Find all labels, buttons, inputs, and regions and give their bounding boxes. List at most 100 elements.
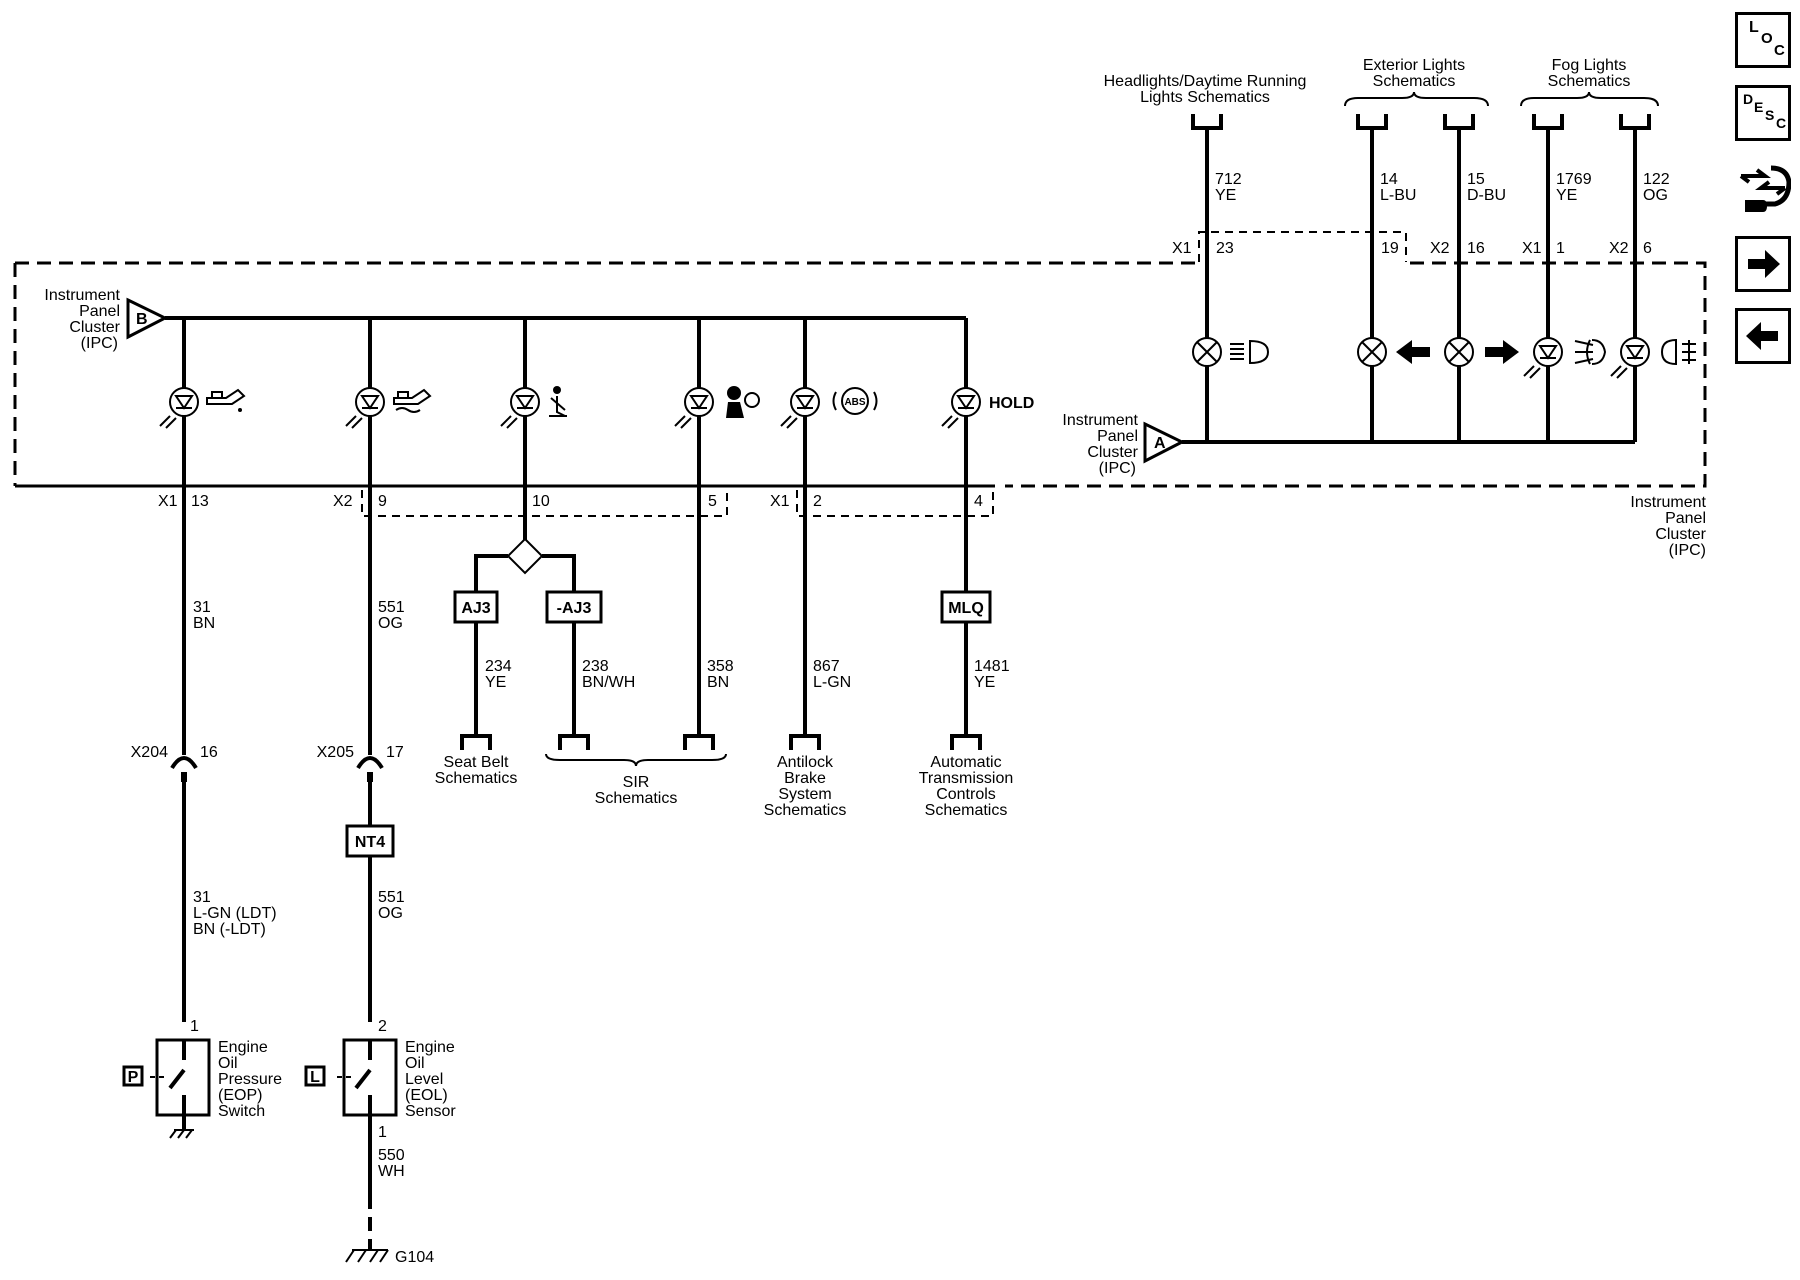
svg-text:Schematics: Schematics bbox=[435, 770, 518, 787]
svg-text:1: 1 bbox=[378, 1124, 387, 1141]
svg-text:1769: 1769 bbox=[1556, 171, 1592, 188]
indicator-led-hold bbox=[941, 387, 981, 429]
indicator-led-oil-pressure bbox=[159, 387, 199, 429]
svg-text:551: 551 bbox=[378, 889, 405, 906]
bulb-headlamp bbox=[1192, 337, 1222, 367]
svg-text:(IPC): (IPC) bbox=[81, 335, 118, 352]
connector-icon bbox=[1739, 165, 1792, 212]
svg-text:5: 5 bbox=[708, 493, 717, 510]
option-aj3-box: AJ3 bbox=[453, 590, 499, 624]
option-not-aj3-box: -AJ3 bbox=[545, 590, 603, 624]
wire-labels-lower: 31 L-GN (LDT) BN (-LDT) 551 OG bbox=[193, 889, 405, 938]
svg-text:Panel: Panel bbox=[1665, 510, 1706, 527]
svg-text:BN: BN bbox=[193, 615, 215, 632]
option-mlq-box: MLQ bbox=[940, 590, 992, 624]
svg-text:L-GN (LDT): L-GN (LDT) bbox=[193, 905, 277, 922]
svg-text:712: 712 bbox=[1215, 171, 1242, 188]
forward-button[interactable] bbox=[1735, 236, 1791, 292]
front-fog-icon bbox=[1574, 339, 1607, 365]
ipc-label-right: Instrument Panel Cluster (IPC) bbox=[1062, 412, 1138, 477]
led-front-fog bbox=[1523, 337, 1563, 379]
indicator-led-oil-level bbox=[345, 387, 385, 429]
svg-text:(IPC): (IPC) bbox=[1099, 460, 1136, 477]
svg-text:2: 2 bbox=[813, 493, 822, 510]
svg-text:YE: YE bbox=[974, 674, 995, 691]
right-headings: Headlights/Daytime Running Lights Schema… bbox=[1104, 57, 1659, 107]
svg-text:Switch: Switch bbox=[218, 1103, 265, 1120]
svg-text:X205: X205 bbox=[317, 744, 354, 761]
led-rear-fog bbox=[1610, 337, 1650, 379]
svg-text:Cluster: Cluster bbox=[1655, 526, 1706, 543]
svg-text:23: 23 bbox=[1216, 240, 1234, 257]
svg-text:122: 122 bbox=[1643, 171, 1670, 188]
svg-text:Seat Belt: Seat Belt bbox=[444, 754, 509, 771]
svg-text:550: 550 bbox=[378, 1147, 405, 1164]
svg-text:15: 15 bbox=[1467, 171, 1485, 188]
eop-switch: 1 P Engine Oil Pressure (EOP) Switch bbox=[122, 1018, 282, 1139]
svg-text:Lights Schematics: Lights Schematics bbox=[1140, 89, 1270, 106]
svg-text:(IPC): (IPC) bbox=[1669, 542, 1706, 559]
svg-text:L-GN: L-GN bbox=[813, 674, 851, 691]
svg-text:Instrument: Instrument bbox=[44, 287, 120, 304]
svg-text:31: 31 bbox=[193, 599, 211, 616]
svg-text:OG: OG bbox=[1643, 187, 1668, 204]
svg-text:G104: G104 bbox=[395, 1249, 434, 1266]
loc-o: O bbox=[1761, 30, 1773, 47]
ipc-label-left: Instrument Panel Cluster (IPC) bbox=[44, 287, 120, 352]
svg-text:Level: Level bbox=[405, 1071, 443, 1088]
wiring-diagram: Instrument Panel Cluster (IPC) B bbox=[13, 57, 1707, 1266]
svg-text:X1: X1 bbox=[770, 493, 790, 510]
svg-text:Pressure: Pressure bbox=[218, 1071, 282, 1088]
svg-text:Transmission: Transmission bbox=[919, 770, 1014, 787]
svg-text:X1: X1 bbox=[158, 493, 178, 510]
svg-text:Engine: Engine bbox=[405, 1039, 455, 1056]
back-button[interactable] bbox=[1735, 308, 1791, 364]
svg-text:(EOP): (EOP) bbox=[218, 1087, 262, 1104]
svg-text:Schematics: Schematics bbox=[1548, 73, 1631, 90]
oil-level-icon bbox=[393, 388, 432, 413]
description-button[interactable]: D E S C bbox=[1735, 85, 1791, 141]
option-nt4-box: NT4 bbox=[345, 824, 395, 858]
inline-connector-x204: X204 16 bbox=[131, 744, 218, 782]
svg-text:AJ3: AJ3 bbox=[461, 600, 490, 617]
svg-text:Sensor: Sensor bbox=[405, 1103, 456, 1120]
location-button[interactable]: L O C bbox=[1735, 12, 1791, 68]
airbag-icon bbox=[726, 386, 760, 418]
svg-text:YE: YE bbox=[1215, 187, 1236, 204]
option-split-aj3 bbox=[474, 537, 576, 736]
svg-text:Fog Lights: Fog Lights bbox=[1552, 57, 1627, 74]
svg-text:X1: X1 bbox=[1522, 240, 1542, 257]
svg-text:ABS: ABS bbox=[844, 397, 865, 408]
svg-text:BN/WH: BN/WH bbox=[582, 674, 635, 691]
indicator-led-abs bbox=[780, 387, 820, 429]
svg-text:551: 551 bbox=[378, 599, 405, 616]
rear-fog-icon bbox=[1660, 338, 1696, 366]
svg-text:Cluster: Cluster bbox=[1087, 444, 1138, 461]
svg-text:16: 16 bbox=[1467, 240, 1485, 257]
svg-text:Schematics: Schematics bbox=[1373, 73, 1456, 90]
svg-text:Controls: Controls bbox=[936, 786, 996, 803]
svg-text:BN: BN bbox=[707, 674, 729, 691]
svg-text:X204: X204 bbox=[131, 744, 168, 761]
connector-view-button[interactable] bbox=[1735, 160, 1792, 220]
svg-text:16: 16 bbox=[200, 744, 218, 761]
svg-text:Headlights/Daytime Running: Headlights/Daytime Running bbox=[1104, 73, 1307, 90]
svg-text:Exterior Lights: Exterior Lights bbox=[1363, 57, 1465, 74]
svg-text:6: 6 bbox=[1643, 240, 1652, 257]
svg-text:X1: X1 bbox=[1172, 240, 1192, 257]
desc-d: D bbox=[1743, 91, 1754, 107]
loc-l: L bbox=[1749, 19, 1759, 36]
svg-text:358: 358 bbox=[707, 658, 734, 675]
svg-text:System: System bbox=[778, 786, 831, 803]
svg-text:1: 1 bbox=[1556, 240, 1565, 257]
svg-text:4: 4 bbox=[974, 493, 983, 510]
svg-text:Instrument: Instrument bbox=[1062, 412, 1138, 429]
bulb-right-turn bbox=[1444, 337, 1474, 367]
svg-text:MLQ: MLQ bbox=[948, 600, 984, 617]
svg-text:Panel: Panel bbox=[79, 303, 120, 320]
turn-left-icon bbox=[1396, 340, 1430, 364]
svg-text:13: 13 bbox=[191, 493, 209, 510]
terminals-left bbox=[460, 734, 982, 750]
